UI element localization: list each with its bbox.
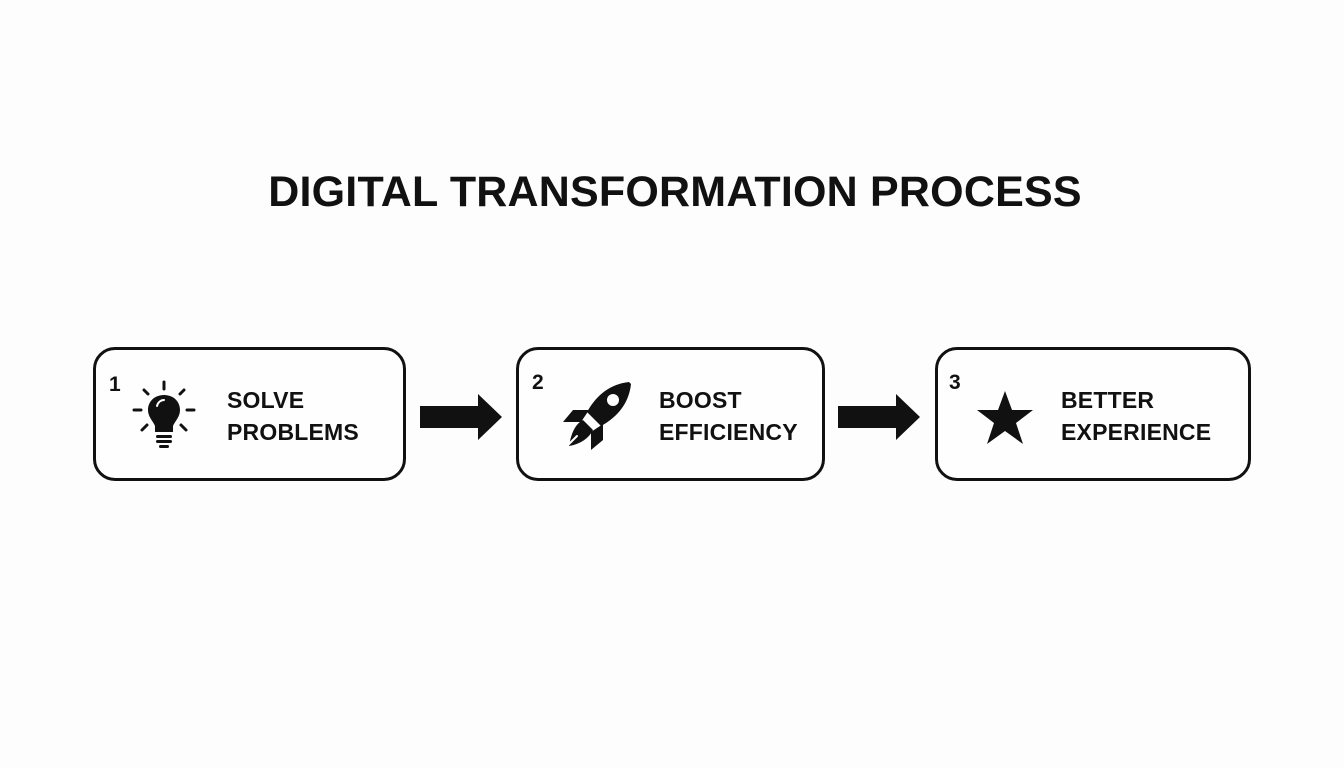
step-box-solve-problems: 1 SOLVE PROBLEMS [93,347,406,481]
lightbulb-icon [129,380,199,452]
star-icon [975,389,1035,447]
step-label: BETTER EXPERIENCE [1061,384,1211,448]
step-number: 1 [109,373,121,396]
step-label-line-1: BOOST [659,387,742,413]
arrow-right-icon [420,394,504,440]
step-label: BOOST EFFICIENCY [659,384,798,448]
diagram-title: DIGITAL TRANSFORMATION PROCESS [268,168,1082,216]
step-box-boost-efficiency: 2 BOOST EFFICIENCY [516,347,825,481]
step-number: 3 [949,371,961,394]
rocket-icon [559,380,633,454]
step-label-line-2: PROBLEMS [227,419,359,445]
step-label-line-2: EXPERIENCE [1061,419,1212,445]
step-box-better-experience: 3 BETTER EXPERIENCE [935,347,1251,481]
step-label-line-2: EFFICIENCY [659,419,798,445]
step-number: 2 [532,371,544,394]
step-label-line-1: BETTER [1061,387,1155,413]
step-label-line-1: SOLVE [227,387,305,413]
arrow-right-icon [838,394,922,440]
step-label: SOLVE PROBLEMS [227,384,359,448]
